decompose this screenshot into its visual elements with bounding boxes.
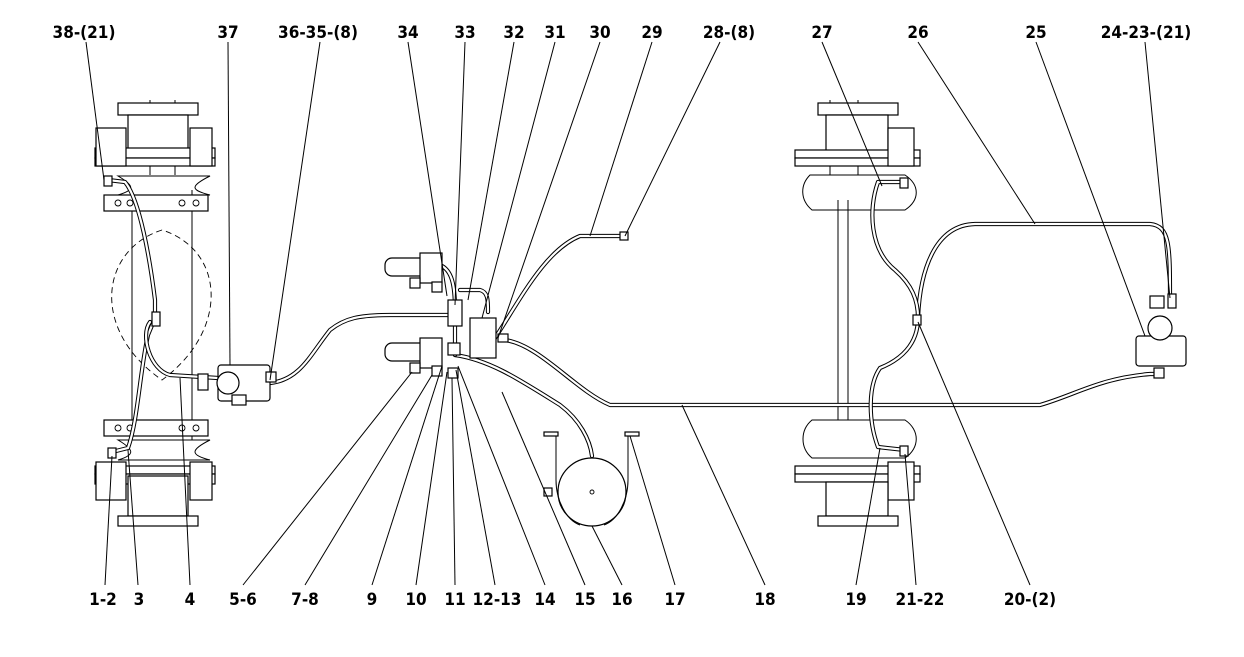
callout-16: 16: [611, 590, 632, 610]
rear-axle: [794, 100, 921, 527]
callout-18: 18: [754, 590, 775, 610]
callout-37: 37: [217, 23, 238, 43]
callout-1-2: 1-2: [89, 590, 117, 610]
leader-lines: [85, 41, 1171, 586]
callout-36-35-8: 36-35-(8): [278, 23, 358, 43]
callout-17: 17: [664, 590, 685, 610]
components: [103, 175, 1187, 527]
brake-lines: [105, 177, 1173, 459]
callout-19: 19: [845, 590, 866, 610]
callout-27: 27: [811, 23, 832, 43]
callout-labels: 38-(21) 37 36-35-(8) 34 33 32 31 30 29 2…: [53, 23, 1192, 610]
callout-12-13: 12-13: [473, 590, 522, 610]
callout-21-22: 21-22: [896, 590, 945, 610]
callout-10: 10: [405, 590, 426, 610]
callout-25: 25: [1025, 23, 1046, 43]
callout-26: 26: [907, 23, 928, 43]
callout-38-21: 38-(21): [53, 23, 116, 43]
callout-5-6: 5-6: [229, 590, 257, 610]
front-axle: [94, 100, 216, 527]
callout-34: 34: [397, 23, 418, 43]
callout-33: 33: [454, 23, 475, 43]
callout-30: 30: [589, 23, 610, 43]
callout-29: 29: [641, 23, 662, 43]
callout-9: 9: [367, 590, 378, 610]
callout-32: 32: [503, 23, 524, 43]
callout-20-2: 20-(2): [1004, 590, 1056, 610]
callout-28-8: 28-(8): [703, 23, 755, 43]
callout-31: 31: [544, 23, 565, 43]
callout-15: 15: [574, 590, 595, 610]
callout-11: 11: [444, 590, 465, 610]
callout-24-23-21: 24-23-(21): [1101, 23, 1192, 43]
callout-14: 14: [534, 590, 555, 610]
callout-4: 4: [185, 590, 196, 610]
callout-3: 3: [134, 590, 145, 610]
callout-7-8: 7-8: [291, 590, 319, 610]
